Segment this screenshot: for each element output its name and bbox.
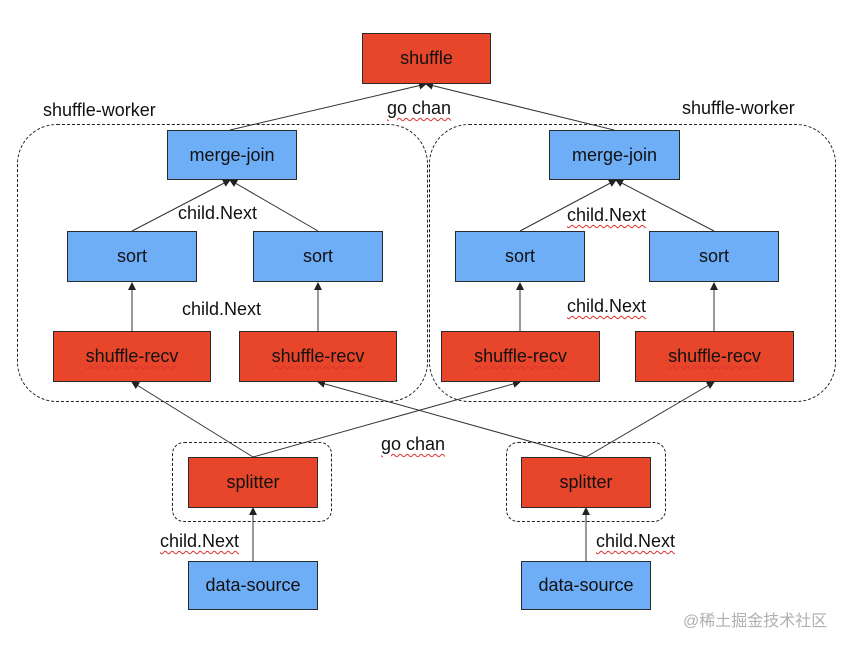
child-next-label-right-top: child.Next <box>567 205 647 225</box>
merge-join-node-left: merge-join <box>167 130 297 180</box>
sort-node-right-1: sort <box>455 231 585 282</box>
shuffle-recv-label: shuffle-recv <box>271 346 365 366</box>
shuffle-recv-label: shuffle-recv <box>85 346 179 366</box>
edge-splitl-recvl1 <box>131 381 254 458</box>
child-next-label-bottom-right: child.Next <box>596 531 676 551</box>
edge-splitr-recvr2 <box>585 381 715 458</box>
edge-sortr2-merge <box>615 179 715 232</box>
merge-join-node-right: merge-join <box>549 130 680 180</box>
edge-sortl2-merge <box>229 179 319 232</box>
watermark: @稀土掘金技术社区 <box>683 613 828 630</box>
go-chan-label-top: go chan <box>387 98 452 118</box>
shuffle-worker-label-left: shuffle-worker <box>43 100 156 120</box>
shuffle-recv-node-left-2: shuffle-recv <box>239 331 397 382</box>
splitter-node-right: splitter <box>521 457 651 508</box>
shuffle-worker-group-right <box>429 124 836 402</box>
sort-node-right-2: sort <box>649 231 779 282</box>
data-source-node-right: data-source <box>521 561 651 610</box>
edge-splitl-recvr1 <box>252 380 521 458</box>
sort-node-left-1: sort <box>67 231 197 282</box>
shuffle-recv-node-right-1: shuffle-recv <box>441 331 600 382</box>
go-chan-label-bottom: go chan <box>381 434 446 454</box>
edge-sortr1-merge <box>519 179 617 232</box>
edge-splitr-recvl2 <box>317 380 587 458</box>
splitter-group-left <box>172 442 332 522</box>
edge-mergeright-shuffle <box>425 81 615 131</box>
child-next-label-bottom-left: child.Next <box>160 531 240 551</box>
sort-node-left-2: sort <box>253 231 383 282</box>
shuffle-recv-node-right-2: shuffle-recv <box>635 331 794 382</box>
child-next-label-left-mid: child.Next <box>182 299 262 319</box>
edge-sortl1-merge <box>131 179 231 232</box>
shuffle-worker-group-left <box>17 124 428 402</box>
data-source-node-left: data-source <box>188 561 318 610</box>
splitter-node-left: splitter <box>188 457 318 508</box>
child-next-label-left-top: child.Next <box>178 203 258 223</box>
splitter-group-right <box>506 442 666 522</box>
shuffle-recv-node-left-1: shuffle-recv <box>53 331 211 382</box>
shuffle-recv-label: shuffle-recv <box>668 346 761 366</box>
edge-mergeleft-shuffle <box>229 81 427 131</box>
shuffle-node: shuffle <box>362 33 491 84</box>
shuffle-recv-label: shuffle-recv <box>474 346 567 366</box>
shuffle-worker-label-right: shuffle-worker <box>682 98 795 118</box>
child-next-label-right-mid: child.Next <box>567 296 647 316</box>
